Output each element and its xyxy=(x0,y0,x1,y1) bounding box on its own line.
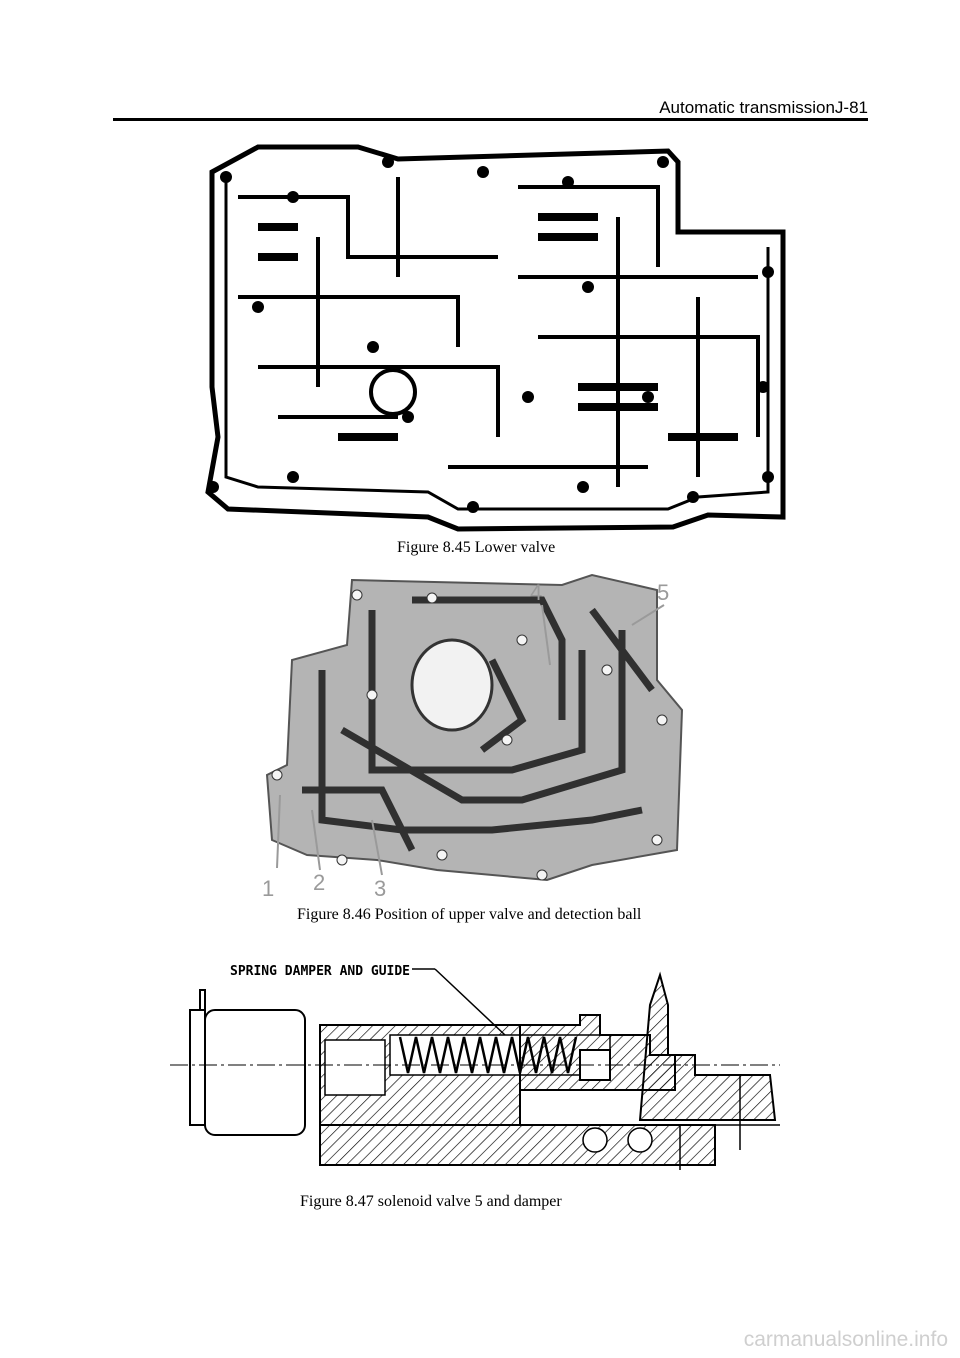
callout-5: 5 xyxy=(657,580,669,605)
figure-8-45-caption: Figure 8.45 Lower valve xyxy=(397,539,556,556)
callout-2: 2 xyxy=(313,870,325,895)
callout-4: 4 xyxy=(530,580,542,605)
watermark: carmanualsonline.info xyxy=(743,1328,948,1351)
figure-8-46-caption: Figure 8.46 Position of upper valve and … xyxy=(297,906,642,923)
figure-upper-valve-image: 1 2 3 4 5 xyxy=(262,573,684,900)
figure-solenoid-valve-image: SPRING DAMPER AND GUIDE xyxy=(170,964,780,1170)
callout-3: 3 xyxy=(374,876,386,900)
header-rule xyxy=(113,118,868,121)
callout-1: 1 xyxy=(262,876,274,900)
spring-damper-label: SPRING DAMPER AND GUIDE xyxy=(230,964,410,979)
figure-lower-valve-image xyxy=(205,144,786,532)
page-header-title: Automatic transmissionJ-81 xyxy=(659,98,868,117)
figure-8-47-caption: Figure 8.47 solenoid valve 5 and damper xyxy=(300,1193,562,1210)
